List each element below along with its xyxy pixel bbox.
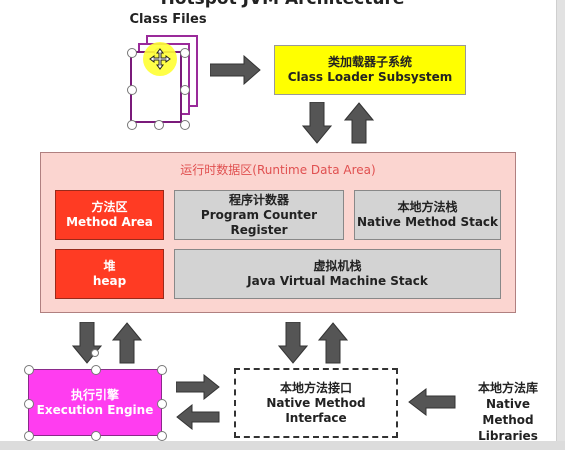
execution-engine-cn: 执行引擎 <box>70 387 119 402</box>
arrow-up-icon <box>344 102 374 144</box>
class-loader-en: Class Loader Subsystem <box>287 70 453 84</box>
rotate-handle[interactable] <box>91 349 99 357</box>
native-stack-cn: 本地方法栈 <box>397 200 458 214</box>
class-files-label: Class Files <box>129 12 207 27</box>
native-libs-en-2: Libraries <box>478 429 538 443</box>
execution-engine-en: Execution Engine <box>36 402 154 417</box>
native-interface-cn: 本地方法接口 <box>279 380 352 395</box>
method-area[interactable]: 方法区 Method Area <box>55 190 164 240</box>
native-method-libraries: 本地方法库 Native Method Libraries <box>460 380 556 444</box>
heap[interactable]: 堆 heap <box>55 249 164 299</box>
jvm-stack[interactable]: 虚拟机栈 Java Virtual Machine Stack <box>174 249 501 299</box>
vertical-ruler <box>556 0 565 450</box>
arrow-left-icon <box>176 404 220 430</box>
arrow-up-icon <box>112 322 142 364</box>
arrow-down-icon <box>302 102 332 144</box>
native-method-stack[interactable]: 本地方法栈 Native Method Stack <box>354 190 501 240</box>
class-loader-subsystem[interactable]: 类加载器子系统 Class Loader Subsystem <box>274 45 466 95</box>
arrow-down-icon <box>72 322 102 364</box>
pc-register-en: Program Counter Register <box>200 207 318 237</box>
native-method-interface[interactable]: 本地方法接口 Native Method Interface <box>234 368 398 438</box>
pc-register-cn: 程序计数器 <box>228 192 289 207</box>
horizontal-ruler <box>0 441 565 450</box>
arrow-down-icon <box>278 322 308 364</box>
native-stack-en: Native Method Stack <box>356 215 499 229</box>
page-title: Hotspot JVM Architecture <box>0 0 565 9</box>
class-loader-cn: 类加载器子系统 <box>327 55 412 69</box>
native-interface-en: Native Method Interface <box>266 395 366 425</box>
execution-engine[interactable]: 执行引擎 Execution Engine <box>24 365 167 441</box>
arrow-right-icon <box>210 55 261 85</box>
move-cursor-icon <box>149 48 171 70</box>
jvm-stack-en: Java Virtual Machine Stack <box>247 274 428 288</box>
jvm-stack-cn: 虚拟机栈 <box>313 259 362 273</box>
runtime-data-area-title: 运行时数据区(Runtime Data Area) <box>180 163 376 177</box>
program-counter-register[interactable]: 程序计数器 Program Counter Register <box>174 190 344 240</box>
native-libs-cn: 本地方法库 <box>477 381 538 395</box>
arrow-left-icon <box>408 388 456 416</box>
native-libs-en-1: Native Method <box>482 397 534 427</box>
method-area-cn: 方法区 <box>91 200 128 214</box>
heap-cn: 堆 <box>103 259 116 273</box>
arrow-right-icon <box>176 374 220 400</box>
arrow-up-icon <box>318 322 348 364</box>
method-area-en: Method Area <box>66 215 153 229</box>
heap-en: heap <box>92 274 127 288</box>
